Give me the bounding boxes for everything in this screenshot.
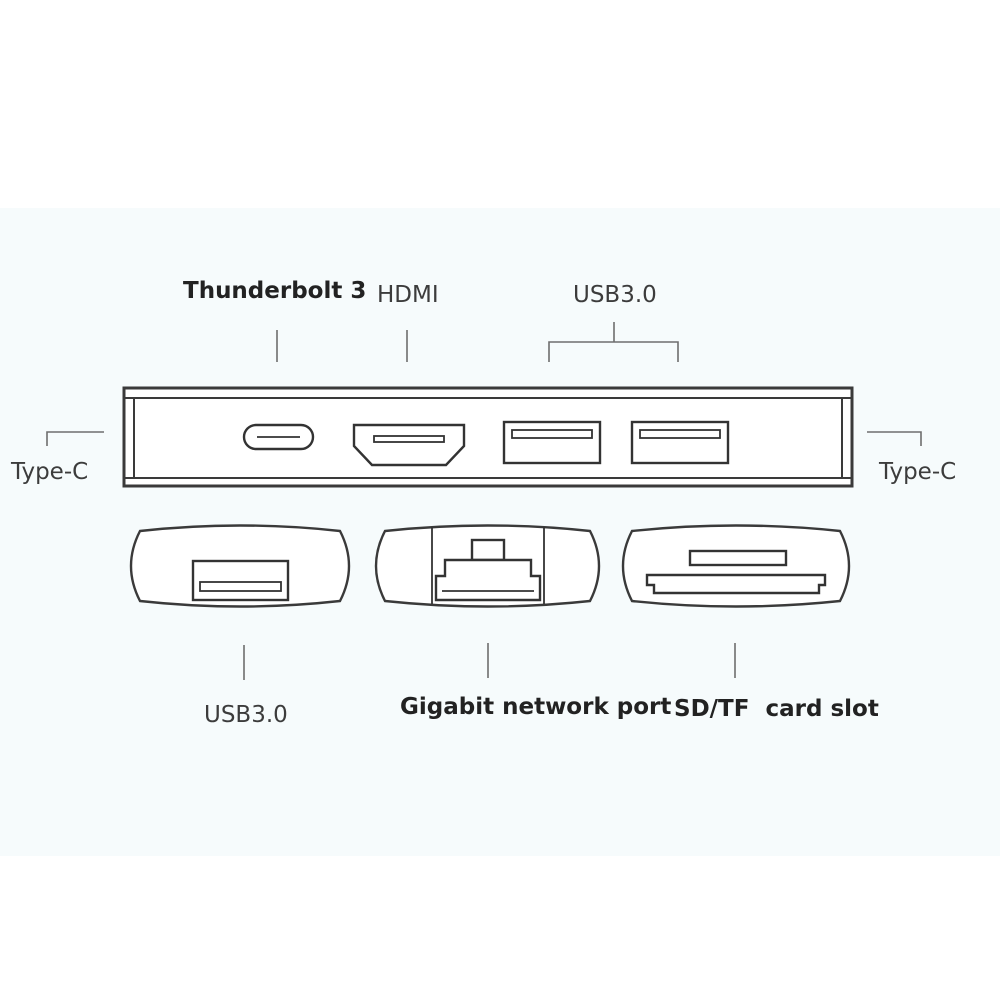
typec-right-leader	[867, 431, 922, 446]
hub-body	[122, 386, 854, 488]
thunderbolt-label: Thunderbolt 3	[183, 278, 366, 304]
sd-tf-label: SD/TF card slot	[674, 696, 879, 722]
ethernet-port-icon	[431, 527, 545, 604]
typec-left-leader	[46, 431, 104, 446]
typec-left-label: Type-C	[10, 459, 88, 485]
gigabit-label: Gigabit network port	[400, 694, 671, 720]
hdmi-label: HDMI	[377, 282, 439, 308]
usb-bottom-port-icon	[191, 559, 290, 602]
hdmi-port-tongue	[373, 435, 445, 443]
usb-bottom-label: USB3.0	[204, 702, 288, 728]
usb-top-port-2-tongue	[639, 429, 721, 439]
usb-top-port-1-tongue	[511, 429, 593, 439]
usb-top-port-1-icon	[502, 420, 602, 465]
sd-slot-icon	[645, 573, 827, 595]
usb-top-bracket	[548, 322, 679, 362]
usb-top-port-2-icon	[630, 420, 730, 465]
usb-bottom-port-tongue	[199, 581, 282, 592]
tf-slot-icon	[688, 549, 788, 567]
usb-top-label: USB3.0	[573, 282, 657, 308]
typec-right-label: Type-C	[878, 459, 956, 485]
hdmi-port-icon	[352, 423, 466, 467]
